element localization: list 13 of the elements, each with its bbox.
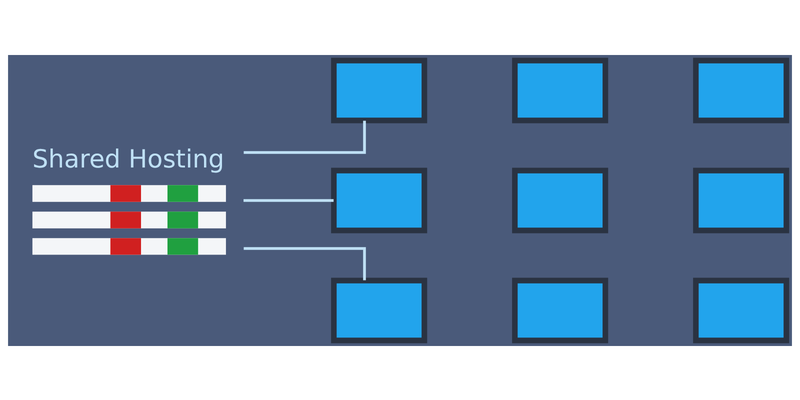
connector — [244, 120, 366, 154]
node-box — [331, 277, 428, 343]
node-box — [512, 167, 608, 233]
node-box — [331, 167, 428, 233]
connector — [244, 246, 366, 280]
node-box — [693, 277, 790, 343]
node-box — [693, 57, 790, 123]
node-box — [512, 57, 608, 123]
node-box — [331, 57, 428, 123]
node-box — [693, 167, 790, 233]
node-box — [512, 277, 608, 343]
connector — [244, 198, 334, 202]
node-label: Shared Hosting — [32, 144, 224, 174]
